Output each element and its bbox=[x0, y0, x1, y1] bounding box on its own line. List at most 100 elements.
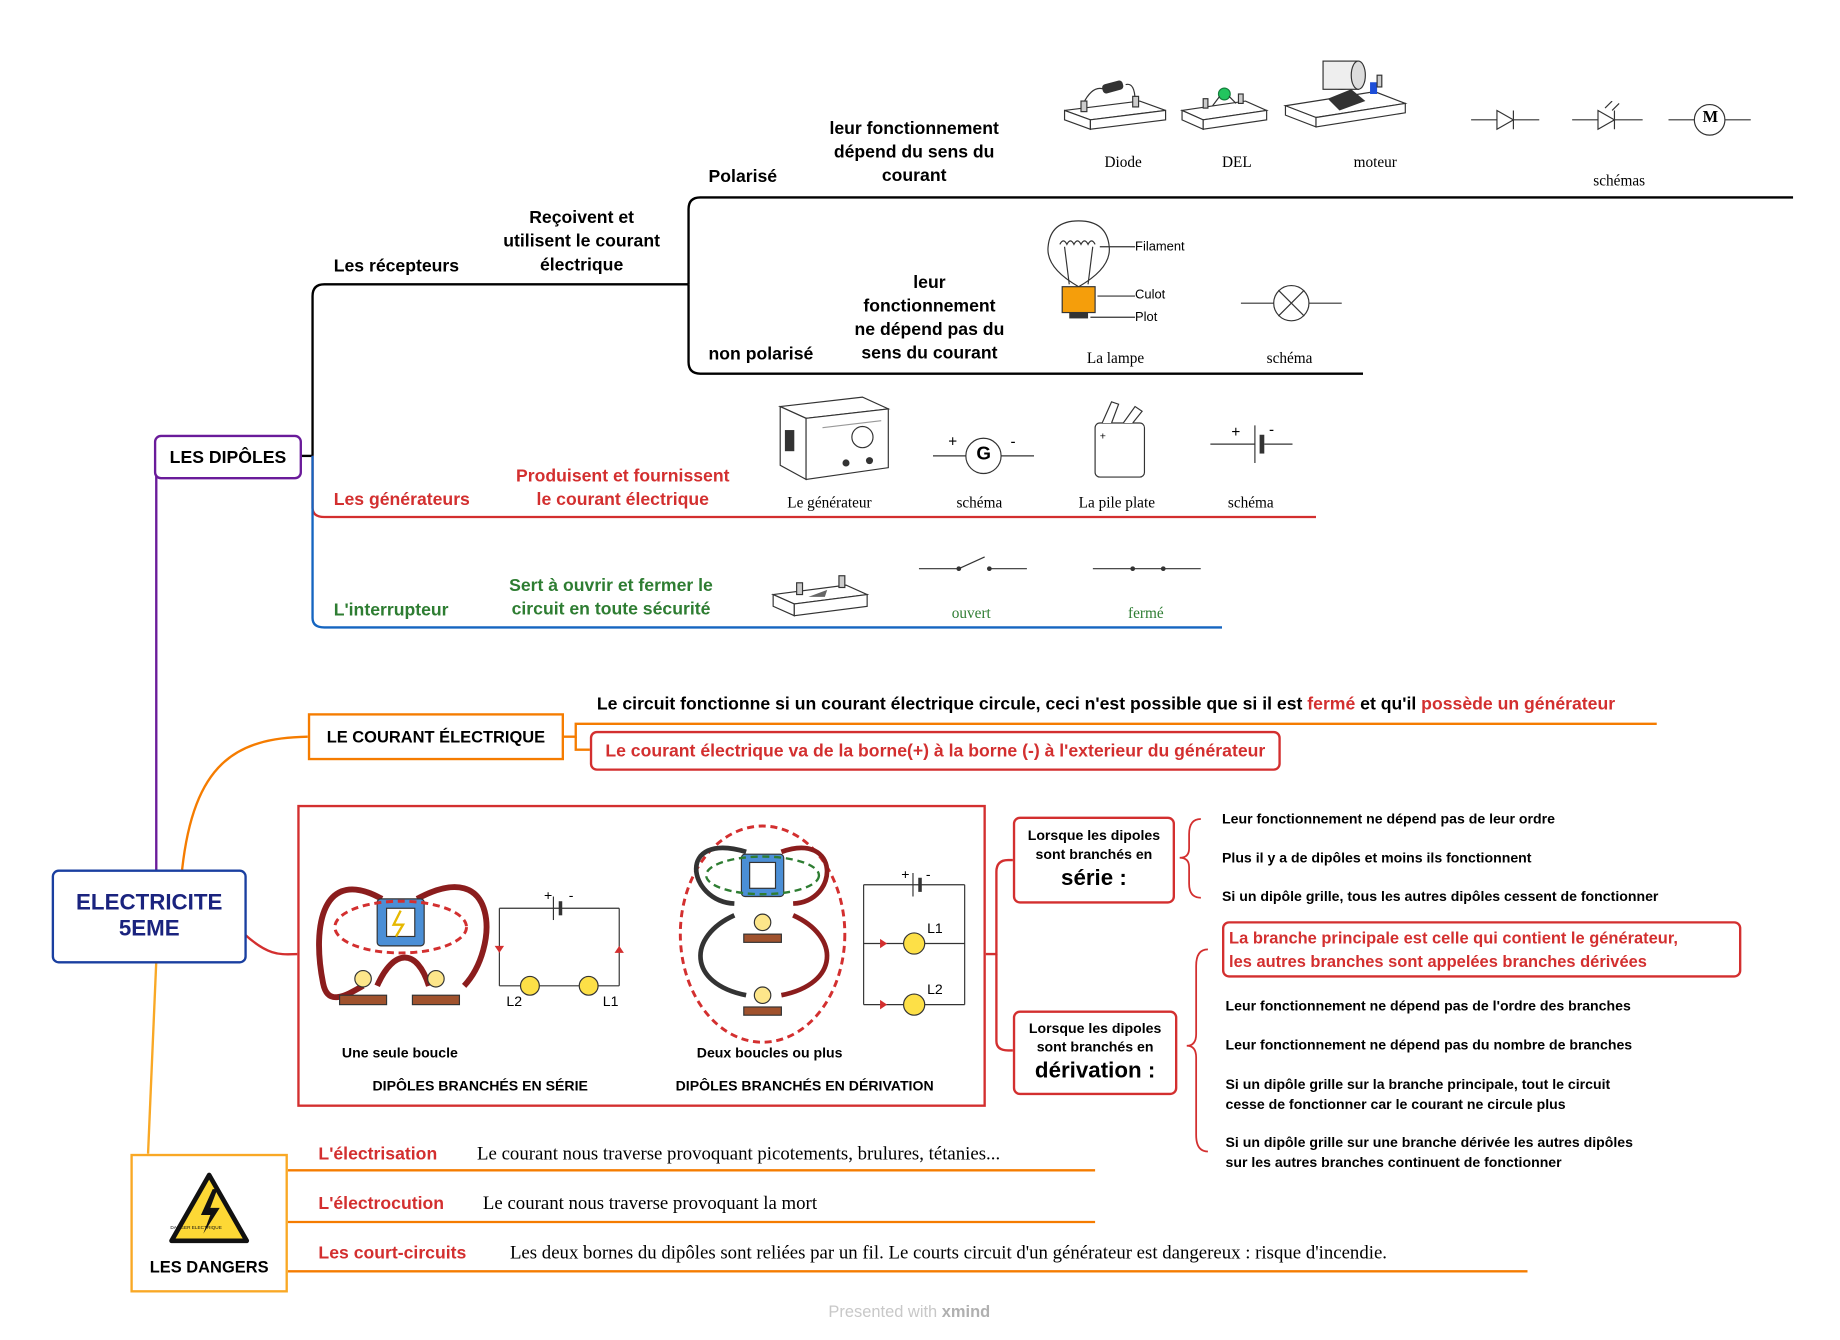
generateurs-desc-line: le courant électrique bbox=[536, 489, 709, 510]
dipoles-topic[interactable]: LES DIPÔLES bbox=[153, 434, 302, 480]
non-polarise-desc[interactable]: leur fonctionnement ne dépend pas du sen… bbox=[844, 271, 1016, 365]
dipoles-title: LES DIPÔLES bbox=[169, 447, 287, 468]
derivation-point-1[interactable]: Leur fonctionnement ne dépend pas de l'o… bbox=[1225, 997, 1631, 1015]
interrupteur-desc[interactable]: Sert à ouvrir et fermer le circuit en to… bbox=[493, 575, 728, 622]
lamp-part-filament: Filament bbox=[1135, 239, 1185, 254]
serie-caption: Une seule boucle bbox=[341, 1044, 458, 1062]
motor-label: moteur bbox=[1353, 152, 1397, 171]
generator-image bbox=[778, 396, 891, 481]
derivation-point-4[interactable]: Si un dipôle grille sur une branche déri… bbox=[1226, 1133, 1633, 1173]
generateurs-label[interactable]: Les générateurs bbox=[333, 489, 470, 510]
non-polarise-desc-line: fonctionnement bbox=[863, 296, 996, 317]
derivation-point-line: cesse de fonctionner car le courant ne c… bbox=[1225, 1096, 1566, 1113]
polarise-schema-symbols bbox=[1471, 101, 1751, 136]
serie-l1-label: L1 bbox=[602, 992, 619, 1010]
derivation-point-line: Si un dipôle grille sur une branche déri… bbox=[1225, 1133, 1633, 1151]
derivation-point-3[interactable]: Si un dipôle grille sur la branche princ… bbox=[1226, 1075, 1611, 1115]
danger-label-electrocution[interactable]: L'électrocution bbox=[318, 1193, 445, 1214]
serie-point-2[interactable]: Plus il y a de dipôles et moins ils fonc… bbox=[1222, 849, 1532, 866]
courant-topic[interactable]: LE COURANT ÉLECTRIQUE bbox=[307, 713, 564, 761]
central-topic-line1: ELECTRICITE bbox=[76, 890, 223, 916]
derivation-plus: + bbox=[901, 865, 910, 883]
switch-board-image bbox=[770, 575, 870, 617]
polarise-desc[interactable]: leur fonctionnement dépend du sens du co… bbox=[817, 117, 1012, 188]
motor-symbol-letter: M bbox=[1702, 109, 1719, 127]
dangers-title: LES DANGERS bbox=[149, 1257, 269, 1277]
courant-line1-text: Le circuit fonctionne si un courant élec… bbox=[596, 694, 1308, 715]
lamp-label: La lampe bbox=[1086, 348, 1145, 367]
motor-symbol bbox=[1668, 103, 1751, 136]
derivation-l1-label: L1 bbox=[927, 920, 943, 937]
derivation-box-title: dérivation : bbox=[1034, 1058, 1156, 1084]
footer-brand: xmind bbox=[941, 1301, 991, 1321]
central-topic[interactable]: ELECTRICITE 5EME bbox=[51, 869, 247, 964]
derivation-highlight-box[interactable]: La branche principale est celle qui cont… bbox=[1222, 921, 1742, 978]
polarise-label[interactable]: Polarisé bbox=[708, 166, 778, 187]
derivation-highlight-line: La branche principale est celle qui cont… bbox=[1229, 928, 1678, 948]
derivation-point-line: Si un dipôle grille sur la branche princ… bbox=[1225, 1076, 1611, 1093]
interrupteur-desc-line: circuit en toute sécurité bbox=[511, 599, 711, 620]
derivation-box[interactable]: Lorsque les dipoles sont branchés en dér… bbox=[1012, 1010, 1178, 1096]
switch-open-label: ouvert bbox=[951, 603, 991, 622]
flat-battery-label: La pile plate bbox=[1078, 493, 1155, 512]
danger-label-court-circuits[interactable]: Les court-circuits bbox=[318, 1243, 467, 1264]
serie-schema bbox=[494, 896, 624, 996]
lamp-part-culot: Culot bbox=[1135, 287, 1166, 302]
flat-battery-image: + bbox=[1094, 401, 1146, 478]
derivation-minus: - bbox=[925, 865, 931, 883]
diode-board-image bbox=[1063, 80, 1167, 131]
switch-open-symbol bbox=[918, 556, 1027, 572]
courant-line1-text: et qu'il bbox=[1355, 694, 1422, 715]
svg-text:+: + bbox=[1100, 430, 1106, 442]
serie-box-line: Lorsque les dipoles bbox=[1027, 827, 1161, 844]
del-label: DEL bbox=[1222, 152, 1252, 171]
motor-board-image bbox=[1283, 60, 1408, 128]
non-polarise-label[interactable]: non polarisé bbox=[708, 344, 814, 365]
courant-line1-ferme: fermé bbox=[1307, 694, 1356, 715]
lamp-schema-label: schéma bbox=[1266, 348, 1313, 367]
courant-line2: Le courant électrique va de la borne(+) … bbox=[605, 740, 1266, 761]
generateurs-desc-line: Produisent et fournissent bbox=[516, 466, 730, 487]
del-board-image bbox=[1179, 87, 1269, 131]
recepteurs-desc[interactable]: Reçoivent et utilisent le courant électr… bbox=[493, 207, 669, 278]
interrupteur-label[interactable]: L'interrupteur bbox=[333, 600, 449, 621]
danger-desc-electrisation[interactable]: Le courant nous traverse provoquant pico… bbox=[477, 1144, 1001, 1165]
non-polarise-desc-line: leur bbox=[913, 272, 946, 293]
courant-line2-box[interactable]: Le courant électrique va de la borne(+) … bbox=[589, 730, 1281, 771]
serie-plus: + bbox=[544, 887, 553, 904]
dangers-topic[interactable]: DANGER ELECTRIQUE LES DANGERS bbox=[130, 1153, 288, 1293]
generateurs-desc[interactable]: Produisent et fournissent le courant éle… bbox=[505, 465, 740, 512]
lamp-part-plot: Plot bbox=[1135, 310, 1158, 325]
derivation-schema bbox=[863, 873, 966, 1016]
generator-schema-label: schéma bbox=[956, 493, 1003, 512]
recepteurs-label[interactable]: Les récepteurs bbox=[333, 256, 460, 277]
lamp-image bbox=[1047, 220, 1136, 319]
generator-schema-symbol: + - bbox=[932, 433, 1034, 475]
derivation-box-line: sont branchés en bbox=[1036, 1038, 1154, 1056]
serie-point-1[interactable]: Leur fonctionnement ne dépend pas de leu… bbox=[1222, 810, 1555, 828]
switch-closed-label: fermé bbox=[1128, 603, 1164, 622]
serie-box-title: série : bbox=[1061, 865, 1127, 891]
serie-point-3[interactable]: Si un dipôle grille, tous les autres dip… bbox=[1222, 888, 1659, 905]
central-topic-line2: 5EME bbox=[118, 916, 180, 942]
danger-desc-electrocution[interactable]: Le courant nous traverse provoquant la m… bbox=[482, 1193, 818, 1214]
derivation-highlight-line: les autres branches sont appelées branch… bbox=[1229, 951, 1647, 971]
serie-box[interactable]: Lorsque les dipoles sont branchés en sér… bbox=[1012, 816, 1175, 904]
danger-desc-court-circuits[interactable]: Les deux bornes du dipôles sont reliées … bbox=[509, 1243, 1387, 1264]
danger-label-electrisation[interactable]: L'électrisation bbox=[318, 1144, 438, 1165]
generator-label: Le générateur bbox=[787, 493, 872, 512]
derivation-l2-label: L2 bbox=[927, 981, 943, 998]
derivation-point-2[interactable]: Leur fonctionnement ne dépend pas du nom… bbox=[1225, 1036, 1633, 1053]
serie-photo bbox=[316, 884, 490, 1006]
diode-label: Diode bbox=[1104, 152, 1142, 171]
svg-text:-: - bbox=[1010, 433, 1015, 450]
circuits-image: + - L2 L1 + - L1 L2 Une seule boucle DIP… bbox=[297, 804, 986, 1107]
svg-text:-: - bbox=[1269, 422, 1274, 439]
battery-schema-label: schéma bbox=[1227, 493, 1274, 512]
courant-line1[interactable]: Le circuit fonctionne si un courant élec… bbox=[597, 694, 1615, 714]
serie-l2-label: L2 bbox=[506, 992, 523, 1010]
derivation-title: DIPÔLES BRANCHÉS EN DÉRIVATION bbox=[675, 1077, 934, 1094]
svg-text:+: + bbox=[1231, 424, 1240, 441]
